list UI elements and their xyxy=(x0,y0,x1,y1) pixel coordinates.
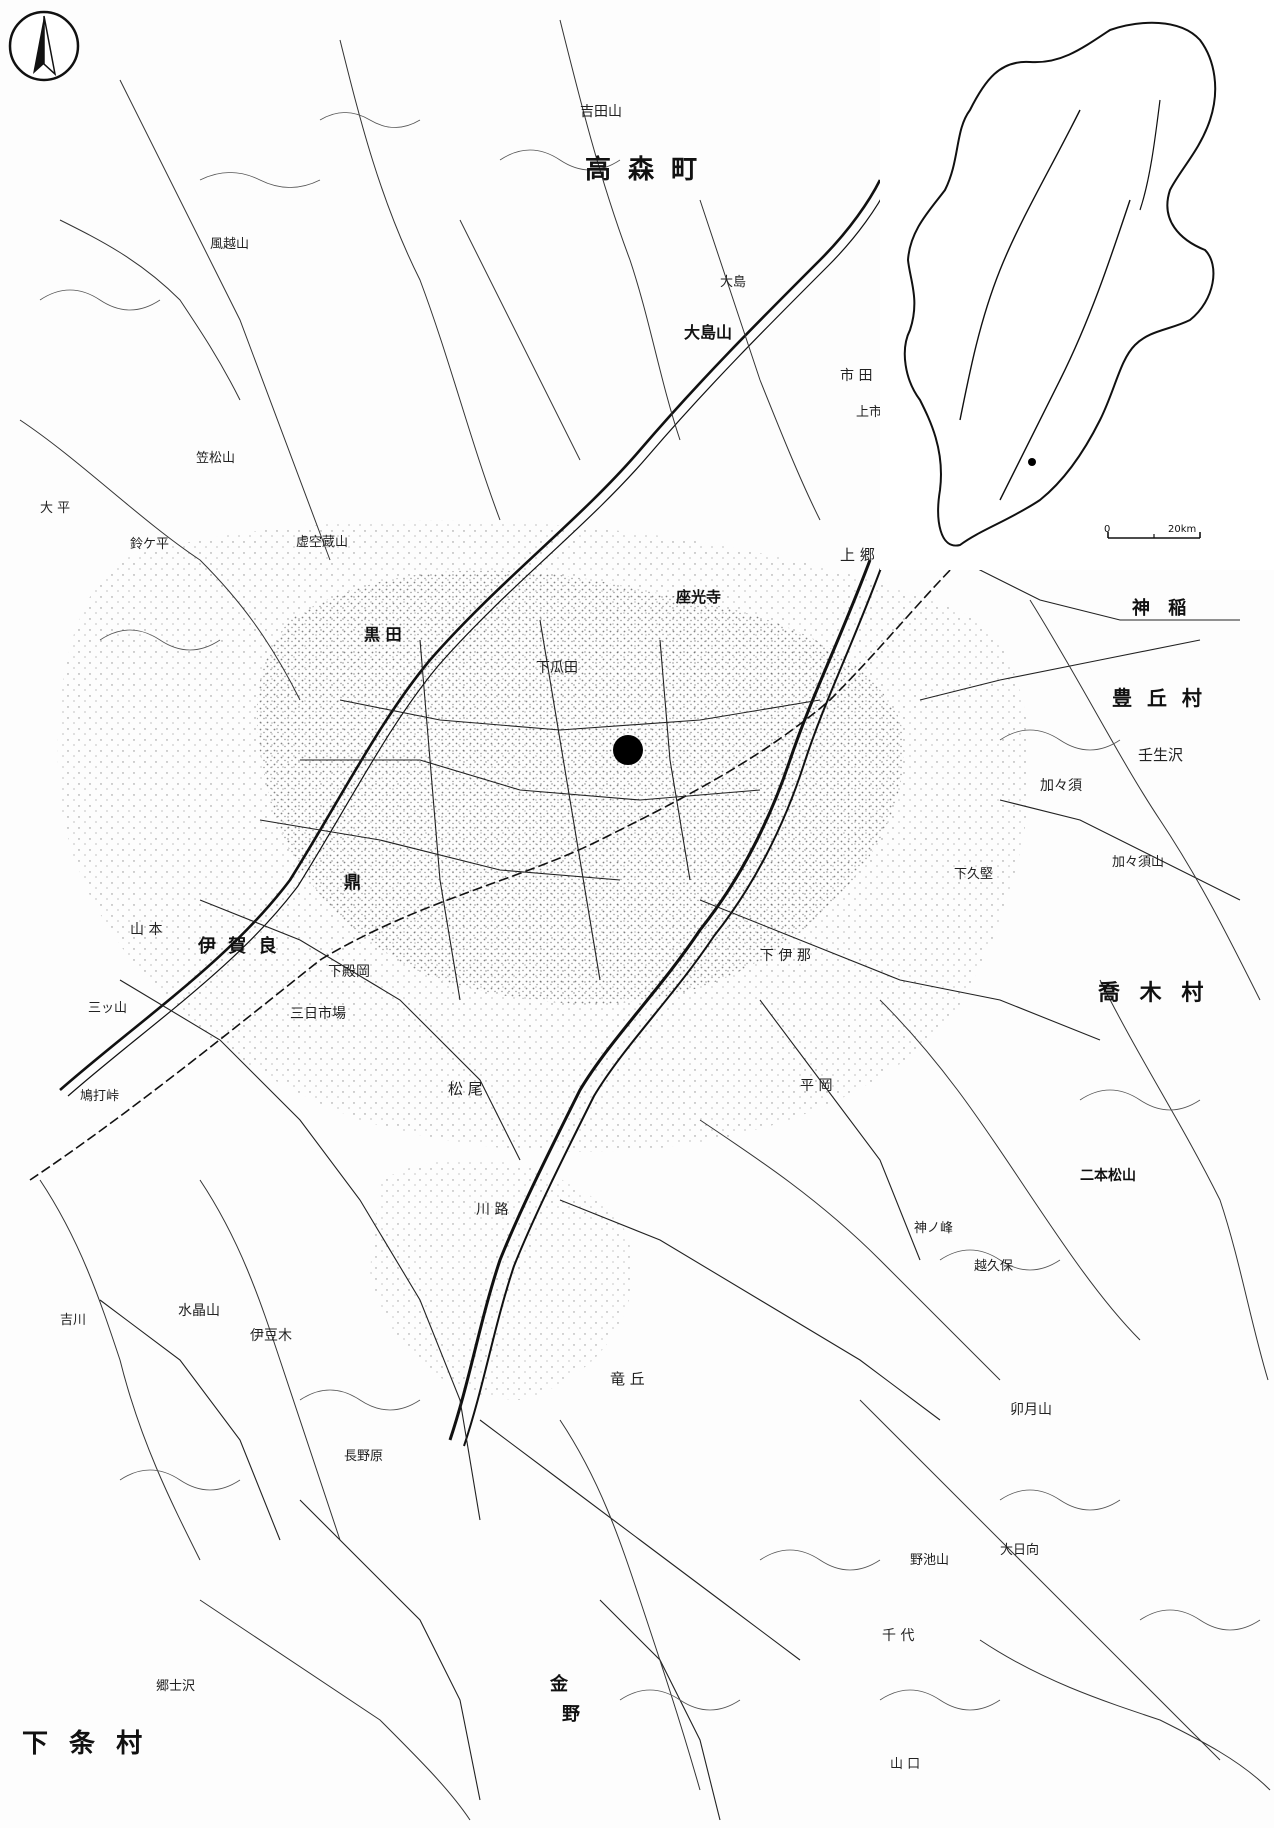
label-takamori-machi: 高 森 町 xyxy=(585,154,701,185)
label-shinno: 神ノ峰 xyxy=(914,1221,953,1236)
suburb-area xyxy=(57,520,1031,1152)
inset-river-3 xyxy=(1139,99,1161,211)
label-tatsuoka: 竜 丘 xyxy=(610,1370,645,1388)
label-yoshida-yama: 吉田山 xyxy=(580,104,622,120)
label-hazama: 座光寺 xyxy=(675,588,721,606)
label-chiyo: 千 代 xyxy=(882,1628,914,1644)
label-hirata: 平 岡 xyxy=(800,1078,832,1094)
inset-river-2 xyxy=(999,199,1131,501)
label-mikkaichiba: 三日市場 xyxy=(290,1005,346,1022)
scale-distance-label: 20km xyxy=(1168,524,1196,535)
inset-locator-map: 0 20km xyxy=(880,0,1274,570)
label-yamamoto: 山 本 xyxy=(130,922,162,938)
railway xyxy=(29,559,961,1181)
label-kosaka: 風越山 xyxy=(210,237,249,252)
label-oshima-yama: 大島山 xyxy=(684,323,732,342)
label-gomura: 郷士沢 xyxy=(156,1679,195,1694)
label-tsukuba-yama: 卯月山 xyxy=(1010,1402,1052,1418)
label-maruyama: 笠松山 xyxy=(196,451,235,466)
label-monozuka: 虚空蔵山 xyxy=(296,535,348,550)
label-kamiyama: 上 郷 xyxy=(840,546,875,564)
label-kanae: 鼎 xyxy=(344,873,361,893)
label-kanoe: 加々須 xyxy=(1040,778,1082,794)
label-shimotono: 下殿岡 xyxy=(328,964,370,980)
label-odaira: 大 平 xyxy=(40,501,70,516)
label-shimoma: 下 伊 那 xyxy=(760,948,811,964)
inset-river-1 xyxy=(959,109,1081,421)
label-nagano: 長野原 xyxy=(344,1449,383,1464)
label-matsuo: 松 尾 xyxy=(448,1080,483,1098)
highway xyxy=(59,179,882,1091)
label-nihonmatsu-yama: 二本松山 xyxy=(1080,1167,1136,1184)
place-labels: 高 森 町 吉田山 大島山 喬 木 村 豊 丘 村 下 条 村 二本松山 金 野… xyxy=(22,104,1209,1772)
south-settlement xyxy=(370,1159,633,1400)
label-shimouri: 下瓜田 xyxy=(536,660,578,676)
label-sanban: 三ッ山 xyxy=(88,1001,127,1016)
contour-fragments xyxy=(39,112,1261,1711)
label-mibusawa: 壬生沢 xyxy=(1138,746,1183,764)
label-tsugaru: 鈴ケ平 xyxy=(130,537,169,552)
label-shimohisakata: 下久堅 xyxy=(954,867,993,882)
label-shimojo-mura: 下 条 村 xyxy=(22,1729,148,1759)
label-yamaguchi: 山 口 xyxy=(890,1757,920,1772)
label-kuroda: 黒 田 xyxy=(364,625,402,644)
label-kanai: 金 xyxy=(549,1673,569,1695)
label-koshikubo: 越久保 xyxy=(974,1259,1013,1274)
prefecture-outline xyxy=(903,21,1217,547)
label-no: 野 xyxy=(562,1704,580,1725)
label-izuki: 伊豆木 xyxy=(250,1328,292,1344)
label-oohinata: 大日向 xyxy=(1000,1542,1039,1558)
label-ichida: 市 田 xyxy=(840,367,872,384)
label-kanoyama: 加々須山 xyxy=(1112,855,1164,870)
inset-site-dot xyxy=(1028,458,1036,466)
site-marker xyxy=(613,735,643,765)
label-kawa-kake: 川 路 xyxy=(476,1202,508,1218)
label-kanzaki: 鳩打峠 xyxy=(80,1089,119,1104)
scale-zero-label: 0 xyxy=(1104,524,1110,535)
north-arrow-icon xyxy=(8,10,80,82)
streams xyxy=(19,19,1271,1821)
label-noboriki-mura: 喬 木 村 xyxy=(1097,981,1209,1006)
tenryu-river xyxy=(448,559,872,1441)
label-mizushima-yama: 水晶山 xyxy=(178,1303,220,1319)
label-oshimasan: 大島 xyxy=(720,275,746,290)
label-nokamiyama: 野池山 xyxy=(910,1553,949,1568)
label-ina: 伊 賀 良 xyxy=(197,935,280,957)
label-yoshikawa: 吉川 xyxy=(60,1313,86,1328)
label-kamisato: 神 稲 xyxy=(1132,597,1192,619)
label-toyooka-mura: 豊 丘 村 xyxy=(1112,686,1206,710)
